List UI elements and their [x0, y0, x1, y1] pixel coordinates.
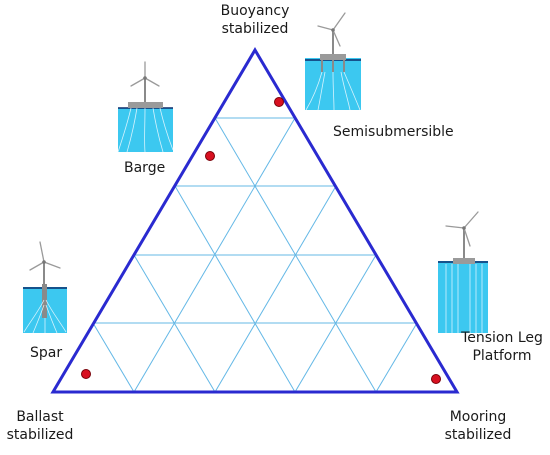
semisubmersible-turbine-icon [305, 12, 361, 111]
tension-leg-platform-label: Tension Leg Platform [456, 329, 548, 365]
tension-leg-line: Tension Leg [461, 330, 543, 346]
buoyancy-stabilized-line: stabilized [221, 21, 289, 37]
mooring-stabilized-line: stabilized [444, 427, 512, 443]
spar-label: Spar [30, 345, 63, 361]
mooring-line: Mooring [449, 409, 507, 425]
ballast-line: Ballast [16, 409, 64, 425]
platform-line: Platform [472, 348, 532, 364]
ballast-stabilized-line: stabilized [6, 427, 74, 443]
buoyancy-stabilized-label: Buoyancy stabilized [215, 2, 295, 38]
triangle-grid [92, 117, 418, 393]
tension-leg-platform-turbine-icon [438, 211, 488, 333]
tension-leg-platform-point [431, 374, 441, 384]
barge-label: Barge [124, 160, 166, 176]
ballast-stabilized-label: Ballast stabilized [0, 408, 80, 444]
semisubmersible-point [274, 97, 284, 107]
mooring-stabilized-label: Mooring stabilized [438, 408, 518, 444]
barge-turbine-icon [117, 61, 174, 153]
ternary-triangle [50, 47, 460, 394]
semisubmersible-label: Semisubmersible [333, 124, 454, 140]
spar-point [81, 369, 91, 379]
buoyancy-line: Buoyancy [220, 3, 290, 19]
spar-turbine-icon [23, 241, 67, 334]
barge-point [205, 151, 215, 161]
